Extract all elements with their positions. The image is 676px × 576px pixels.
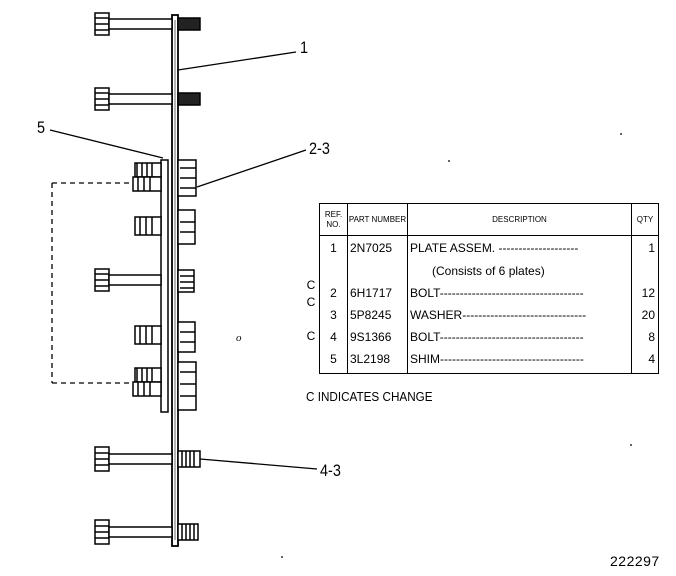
- change-legend-note: C INDICATES CHANGE: [306, 389, 433, 404]
- change-marker-row-3: C: [306, 278, 316, 292]
- bolt-top-1: [94, 12, 201, 36]
- parts-list-table: REF. NO. PART NUMBER DESCRIPTION QTY 1 2…: [319, 203, 659, 374]
- bolt-top-2: [94, 87, 201, 111]
- description-text: PLATE ASSEM.: [410, 241, 496, 255]
- cell-part-number: 2N7025: [347, 235, 408, 264]
- table-row: 4 9S1366 BOLT---------------------------…: [319, 328, 659, 351]
- leader-5: [49, 129, 164, 159]
- cell-ref: 4: [319, 328, 348, 351]
- cell-part-number: [347, 263, 408, 286]
- bolt-bottom-2: [94, 519, 199, 545]
- header-ref-no: REF. NO.: [319, 203, 348, 236]
- cell-ref: 5: [319, 350, 348, 373]
- figure-number: 222297: [610, 553, 660, 569]
- description-text: WASHER: [410, 308, 463, 323]
- change-marker-row-4: C: [306, 295, 316, 309]
- scan-speck: [620, 133, 622, 135]
- leader-dashes: ------------------------------------: [439, 286, 584, 301]
- bolt-bottom-1: [94, 446, 201, 472]
- table-row: (Consists of 6 plates): [319, 263, 659, 286]
- change-marker-row-6: C: [306, 329, 316, 343]
- cell-description: PLATE ASSEM. --------------------: [407, 235, 632, 264]
- cell-qty: 12: [641, 286, 655, 301]
- cell-qty: 20: [641, 308, 655, 323]
- table-row: 2 6H1717 BOLT---------------------------…: [319, 285, 659, 308]
- callout-5: 5: [37, 118, 46, 137]
- scan-speck: [448, 160, 450, 162]
- callout-1: 1: [300, 38, 309, 57]
- cell-qty: 8: [648, 329, 655, 344]
- cell-ref: [319, 263, 348, 286]
- table-row: 3 5P8245 WASHER-------------------------…: [319, 307, 659, 329]
- cell-qty: 1: [648, 241, 655, 255]
- leader-dashes: ------------------------------------: [439, 329, 584, 344]
- cell-description: SHIM------------------------------------: [407, 350, 632, 373]
- leader-4-3: [199, 458, 318, 470]
- description-text: BOLT: [410, 286, 440, 301]
- stud-group-2: [134, 209, 196, 245]
- cell-part-number: 3L2198: [347, 350, 408, 373]
- description-text: BOLT: [410, 329, 440, 344]
- header-qty: QTY: [631, 203, 659, 236]
- table-row: 1 2N7025 PLATE ASSEM. ------------------…: [319, 235, 659, 264]
- cell-ref: 2: [319, 285, 348, 308]
- scan-speck: [630, 444, 632, 446]
- shim-5: [160, 159, 169, 413]
- stud-group-3: [134, 321, 196, 353]
- table-row: 5 3L2198 SHIM---------------------------…: [319, 350, 659, 373]
- cell-part-number: 5P8245: [347, 307, 408, 329]
- stud-group-4: [132, 361, 197, 411]
- cell-part-number: 6H1717: [347, 285, 408, 308]
- callout-4-3: 4-3: [320, 461, 341, 480]
- bolt-middle: [94, 268, 195, 293]
- description-text: SHIM: [410, 351, 440, 366]
- cell-qty: [632, 263, 659, 285]
- scan-speck: [281, 556, 283, 558]
- leader-1: [177, 51, 297, 71]
- cell-description: BOLT------------------------------------: [407, 328, 632, 351]
- cell-description: BOLT------------------------------------: [407, 285, 632, 308]
- cell-description: WASHER-------------------------------: [407, 307, 632, 329]
- dashed-bracket: [51, 182, 133, 384]
- table-filler-row: [319, 372, 659, 374]
- cell-ref: 3: [319, 307, 348, 329]
- leader-dashes: -------------------------------: [462, 308, 587, 323]
- cell-ref: 1: [319, 235, 348, 264]
- cell-qty: 4: [648, 351, 655, 366]
- leader-dashes: ------------------------------------: [440, 351, 584, 366]
- header-description: DESCRIPTION: [407, 203, 632, 236]
- cell-part-number: 9S1366: [347, 328, 408, 351]
- table-header-row: REF. NO. PART NUMBER DESCRIPTION QTY: [319, 203, 659, 236]
- callout-2-3: 2-3: [309, 139, 330, 158]
- stud-group-1: [132, 159, 197, 197]
- leader-dashes: --------------------: [495, 241, 579, 255]
- header-part-number: PART NUMBER: [347, 203, 408, 236]
- cell-description: (Consists of 6 plates): [407, 263, 632, 286]
- leader-2-3: [196, 149, 307, 188]
- svg-text:o: o: [236, 332, 242, 344]
